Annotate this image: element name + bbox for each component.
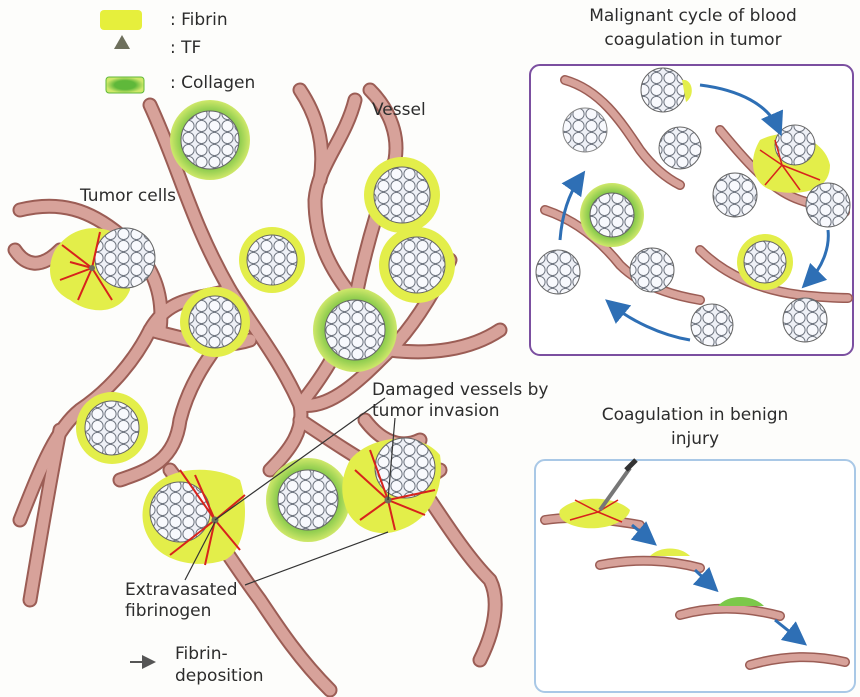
tumor-cluster-collagen-1 [170,100,250,180]
legend-tf-label: : TF [170,38,201,59]
fibrin-deposit-left [50,228,155,310]
extravasated-label-2: fibrinogen [125,601,211,622]
tumor-cluster-fibrin-4 [180,287,250,357]
vessel-label: Vessel [372,100,426,121]
tumor-cells-label: Tumor cells [80,186,176,207]
malignant-panel-title-2: coagulation in tumor [548,30,838,51]
legend-fibrin-label: : Fibrin [170,10,228,31]
benign-panel-title-2: injury [560,429,830,450]
damaged-vessels-label-2: tumor invasion [372,401,500,422]
tumor-cluster-fibrin-5 [76,392,148,464]
tumor-cluster-collagen-3 [266,458,350,542]
malignant-panel-title-1: Malignant cycle of blood [548,6,838,27]
tumor-cluster-fibrin-2 [239,227,305,293]
tumor-cluster-fibrin-3 [379,227,455,303]
benign-panel-title-1: Coagulation in benign [560,405,830,426]
damaged-vessels-label-1: Damaged vessels by [372,380,548,401]
extravasated-label-1: Extravasated [125,580,238,601]
legend-tf-swatch [114,35,130,49]
fibrin-deposition-label-2: deposition [175,666,264,687]
tumor-cluster-fibrin-1 [364,157,440,233]
fibrin-deposit-bottom-left [143,470,246,565]
legend-fibrin-swatch [100,10,142,30]
legend-collagen-label: : Collagen [170,73,255,94]
legend-collagen-swatch [106,77,144,93]
tumor-cluster-collagen-2 [313,288,397,372]
fibrin-deposition-label-1: Fibrin- [175,644,228,665]
